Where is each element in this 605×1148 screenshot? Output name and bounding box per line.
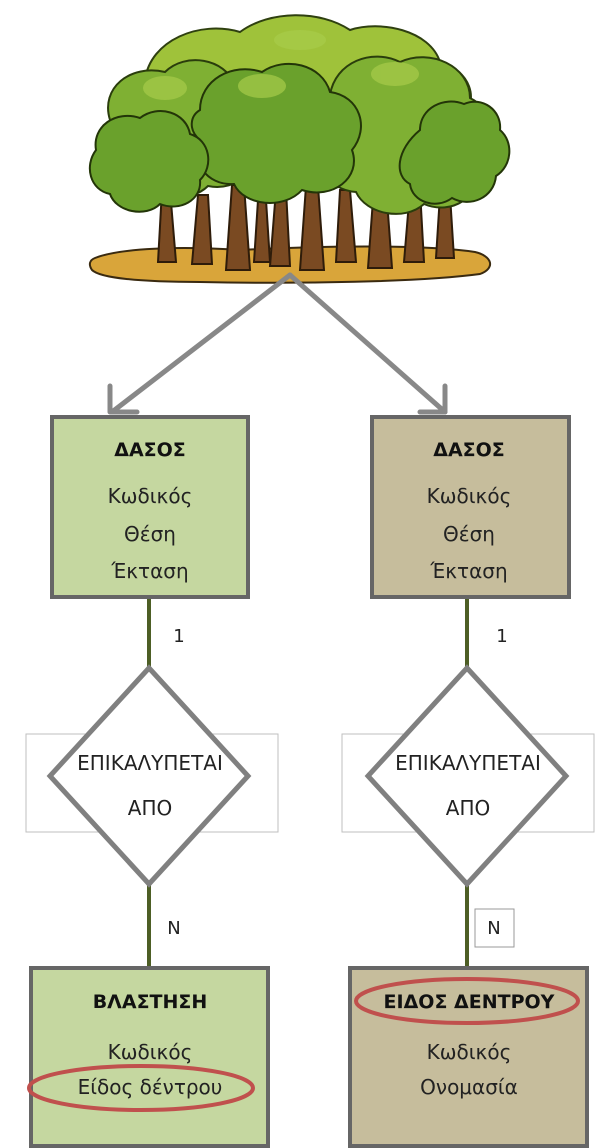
cardinality-label: Ν	[167, 918, 180, 939]
entity-vegetation: ΒΛΑΣΤΗΣΗ Κωδικός Είδος δέντρου	[27, 966, 270, 1148]
relationship-label: ΑΠΟ	[446, 796, 490, 820]
relationship-label: ΑΠΟ	[128, 796, 172, 820]
forest-illustration	[88, 14, 511, 284]
entity-attr: Κωδικός	[108, 484, 193, 508]
relationship-covered-by-left: ΕΠΙΚΑΛΥΠΕΤΑΙ ΑΠΟ	[25, 664, 279, 888]
relationship-label: ΕΠΙΚΑΛΥΠΕΤΑΙ	[395, 751, 541, 775]
entity-attr: Θέση	[124, 522, 176, 546]
entity-title: ΔΑΣΟΣ	[114, 439, 186, 461]
arrow-left	[107, 272, 293, 415]
entity-title: ΕΙΔΟΣ ΔΕΝΤΡΟΥ	[384, 991, 555, 1013]
entity-attr: Θέση	[443, 522, 495, 546]
cardinality-label: 1	[496, 626, 507, 647]
connectors	[147, 598, 469, 968]
cardinality-label: 1	[173, 626, 184, 647]
highlight-ellipse	[354, 977, 580, 1025]
entity-forest-right: ΔΑΣΟΣ Κωδικός Θέση Έκταση	[370, 415, 571, 599]
entity-attr: Έκταση	[429, 559, 507, 583]
arrow-right	[287, 272, 448, 415]
entity-attr: Κωδικός	[108, 1040, 193, 1064]
cardinality-label: Ν	[487, 918, 500, 939]
entity-attr: Ονομασία	[420, 1075, 518, 1099]
entity-title: ΔΑΣΟΣ	[433, 439, 505, 461]
relationship-covered-by-right: ΕΠΙΚΑΛΥΠΕΤΑΙ ΑΠΟ	[341, 664, 595, 888]
entity-attr: Κωδικός	[427, 1040, 512, 1064]
highlight-ellipse	[27, 1064, 255, 1112]
relationship-label: ΕΠΙΚΑΛΥΠΕΤΑΙ	[77, 751, 223, 775]
entity-title: ΒΛΑΣΤΗΣΗ	[93, 991, 208, 1013]
entity-attr: Κωδικός	[427, 484, 512, 508]
cardinality-box: Ν	[474, 908, 515, 948]
entity-tree-species: ΕΙΔΟΣ ΔΕΝΤΡΟΥ Κωδικός Ονομασία	[348, 966, 589, 1148]
entity-attr: Είδος δέντρου	[78, 1075, 223, 1099]
entity-forest-left: ΔΑΣΟΣ Κωδικός Θέση Έκταση	[50, 415, 250, 599]
entity-attr: Έκταση	[110, 559, 188, 583]
